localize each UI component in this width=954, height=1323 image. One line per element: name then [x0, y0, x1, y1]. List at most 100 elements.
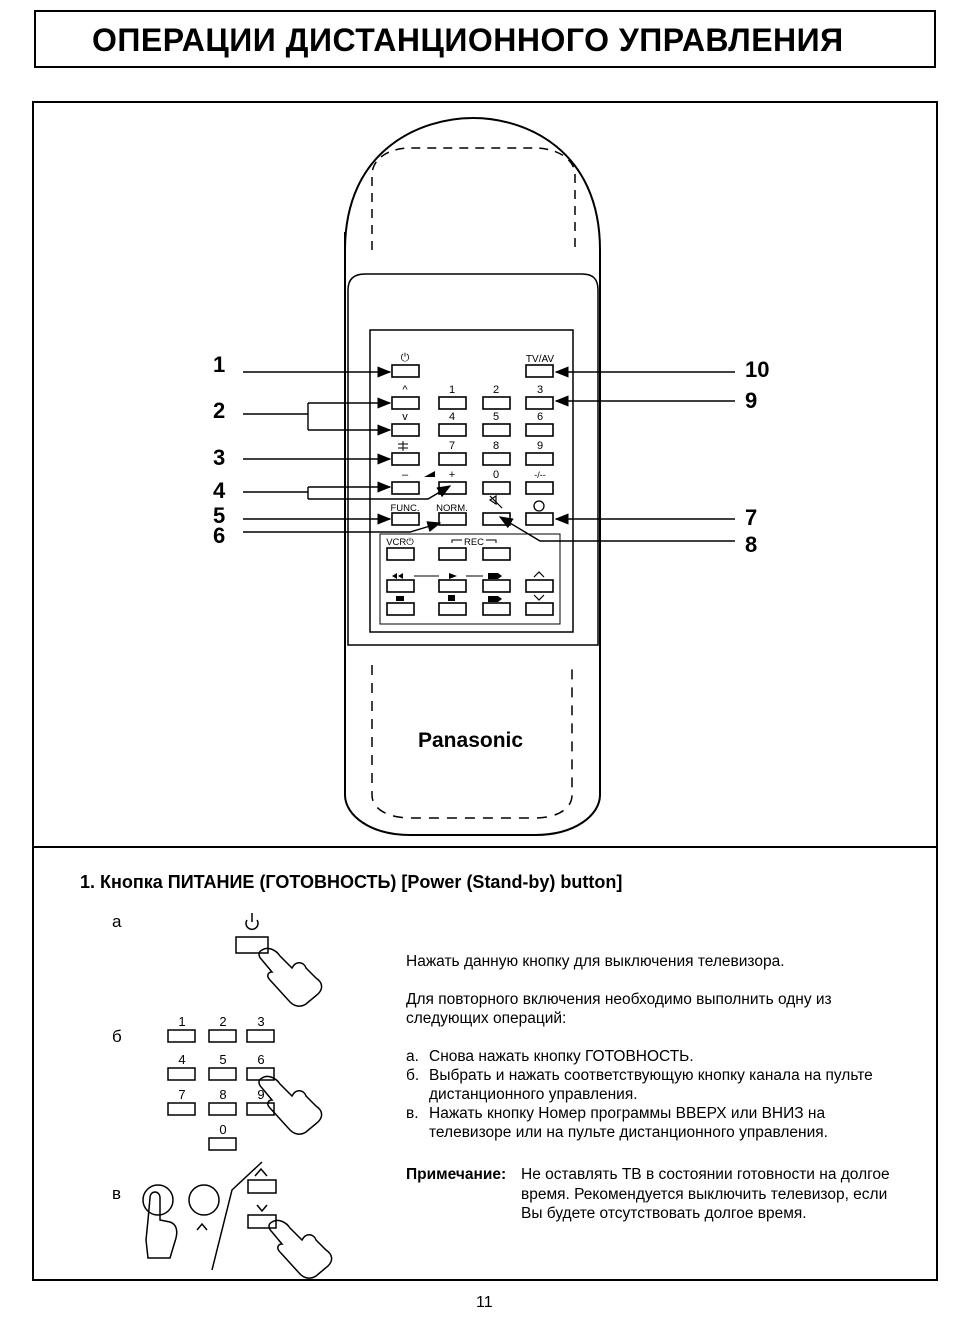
list-item: а. Снова нажать кнопку ГОТОВНОСТЬ.: [406, 1047, 896, 1066]
num-0-label: 0: [493, 469, 499, 481]
key-1: [167, 1029, 196, 1043]
tvav-label: TV/AV: [526, 354, 554, 365]
num-1-label: 1: [449, 384, 455, 396]
remote-face: [347, 273, 599, 646]
callout-4: 4: [213, 478, 226, 503]
content-frame: [32, 101, 938, 1281]
key-8-label: 8: [219, 1087, 226, 1102]
func-button: [391, 512, 420, 526]
tv-button-left: [142, 1184, 174, 1216]
button-icons: [392, 441, 545, 602]
hand-icon-a: [258, 947, 323, 1007]
num-4-button: [438, 423, 467, 437]
power-button-illustration: [235, 936, 269, 954]
key-3-label: 3: [257, 1014, 264, 1029]
digit-button: [525, 481, 554, 495]
callout-2: 2: [213, 398, 226, 423]
num-0-button: [482, 481, 511, 495]
step-v-label: в: [112, 1184, 122, 1203]
hand-icon-v: [145, 1191, 178, 1259]
description-1: Нажать данную кнопку для выключения теле…: [406, 953, 785, 970]
key-7-label: 7: [178, 1087, 185, 1102]
key-7: [167, 1102, 196, 1116]
num-2-label: 2: [493, 384, 499, 396]
key-6-label: 6: [257, 1052, 264, 1067]
key-4-label: 4: [178, 1052, 185, 1067]
key-2-label: 2: [219, 1014, 226, 1029]
ffwd-button: [482, 579, 511, 593]
step-b-label: б: [112, 1027, 122, 1046]
norm-button: [438, 512, 467, 526]
vcr-up-icon: [533, 571, 545, 578]
offtimer-icon: [533, 500, 545, 512]
num-7-button: [438, 452, 467, 466]
callout-10: 10: [745, 357, 770, 382]
num-9-button: [525, 452, 554, 466]
page-title: ОПЕРАЦИИ ДИСТАНЦИОННОГО УПРАВЛЕНИЯ: [92, 22, 844, 58]
list-text: Нажать кнопку Номер программы ВВЕРХ или …: [429, 1105, 828, 1141]
num-1-button: [438, 396, 467, 410]
title-box: ОПЕРАЦИИ ДИСТАНЦИОННОГО УПРАВЛЕНИЯ: [34, 10, 936, 68]
arrow-8: [498, 516, 735, 542]
mute-icon: [488, 494, 503, 509]
remote-buttons: [386, 364, 554, 616]
step-a-label: а: [112, 912, 122, 931]
vcr-up-button: [525, 579, 554, 593]
button-panel: [369, 329, 574, 633]
power-label: ⏻: [401, 352, 410, 364]
remote-body: [344, 116, 601, 836]
remote-top-dashed: [371, 147, 576, 250]
down-label: v: [402, 411, 408, 423]
num-8-label: 8: [493, 440, 499, 452]
num-6-label: 6: [537, 411, 543, 423]
rec-label: REC: [464, 537, 484, 548]
func-label: FUNC.: [390, 503, 419, 514]
num-6-button: [525, 423, 554, 437]
description-2: Для повторного включения необходимо выпо…: [406, 991, 832, 1027]
pause-icon: [396, 596, 404, 601]
key-5: [208, 1067, 237, 1081]
key-4: [167, 1067, 196, 1081]
play-icon: [449, 573, 457, 579]
callout-9: 9: [745, 388, 758, 413]
tv-button-right: [188, 1184, 220, 1216]
key-3: [246, 1029, 275, 1043]
key-1-label: 1: [178, 1014, 185, 1029]
key-9-label: 9: [257, 1087, 264, 1102]
list-text: Выбрать и нажать соответствующую кнопку …: [429, 1067, 873, 1103]
remote-down-button: [247, 1214, 277, 1229]
list-item: в. Нажать кнопку Номер программы ВВЕРХ и…: [406, 1104, 896, 1142]
tvav-button: [525, 364, 554, 378]
rec-right-button: [482, 547, 511, 561]
num-2-button: [482, 396, 511, 410]
vcr-power-button: [386, 547, 415, 561]
list-marker: а.: [406, 1048, 419, 1065]
callout-3: 3: [213, 445, 226, 470]
plus-label: +: [449, 469, 455, 481]
callout-5: 5: [213, 503, 226, 528]
offtimer-button: [525, 512, 554, 526]
vcr-down-icon: [533, 594, 545, 601]
dash-label: -/--: [534, 470, 546, 480]
page-number: 11: [476, 1294, 493, 1311]
rec-line: [451, 539, 497, 543]
slow-icon: [488, 596, 502, 602]
vcr-label: VCR⏻: [386, 537, 414, 548]
list-marker: б.: [406, 1067, 420, 1084]
key-0-label: 0: [219, 1122, 226, 1137]
tv-up-icon: [196, 1222, 208, 1231]
key-9: [246, 1102, 275, 1116]
prog-down-button: [391, 423, 420, 437]
slow-button: [482, 602, 511, 616]
callout-6: 6: [213, 523, 226, 548]
stop-button: [438, 602, 467, 616]
callout-1: 1: [213, 352, 226, 377]
note-label: Примечание:: [406, 1166, 507, 1183]
list-marker: в.: [406, 1105, 419, 1122]
list-item: б. Выбрать и нажать соответствующую кноп…: [406, 1066, 896, 1104]
arrow-6: [243, 521, 442, 533]
rewind-icon: [392, 573, 403, 579]
power-icon: [245, 913, 259, 930]
pause-button: [386, 602, 415, 616]
prog-up-button: [391, 396, 420, 410]
